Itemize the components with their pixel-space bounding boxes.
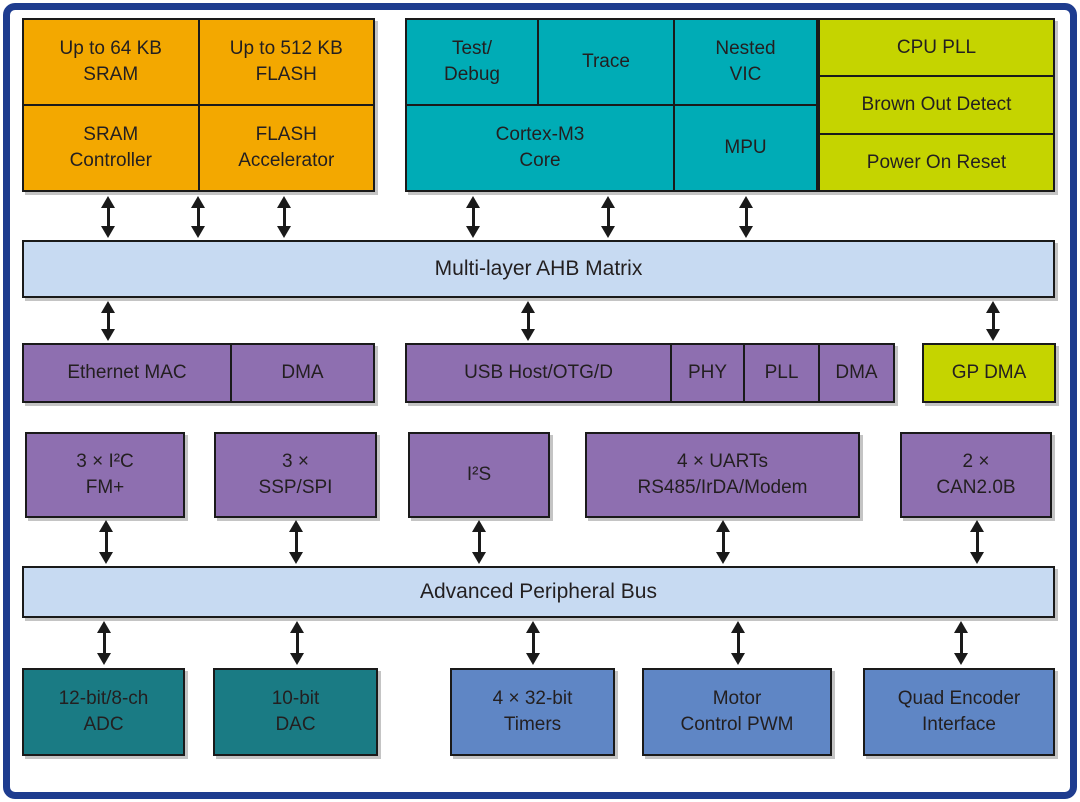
bidirectional-arrow [600,196,616,238]
usb-host-block: USB Host/OTG/D [407,345,670,401]
usb-phy-block: PHY [672,345,743,401]
gp-dma-block: GP DMA [922,343,1056,403]
cpu-group: Test/ Debug Trace Nested VIC Cortex-M3 C… [405,18,818,192]
ahb-matrix-bus: Multi-layer AHB Matrix [22,240,1055,298]
dac-block: 10-bit DAC [213,668,378,756]
flash-accelerator-block: FLASH Accelerator [199,106,373,190]
test-debug-block: Test/ Debug [407,20,537,104]
timers-block: 4 × 32-bit Timers [450,668,615,756]
sram-size-block: Up to 64 KB SRAM [24,20,198,104]
brown-out-detect-block: Brown Out Detect [820,77,1053,133]
adc-block: 12-bit/8-ch ADC [22,668,185,756]
bidirectional-arrow [96,621,112,665]
bidirectional-arrow [525,621,541,665]
ethernet-mac-block: Ethernet MAC [24,345,230,401]
i2s-block: I²S [408,432,550,518]
cpu-pll-block: CPU PLL [820,20,1053,76]
flash-size-block: Up to 512 KB FLASH [199,20,373,104]
bidirectional-arrow [288,520,304,564]
ssp-spi-block: 3 × SSP/SPI [214,432,377,518]
bidirectional-arrow [953,621,969,665]
system-group: CPU PLL Brown Out Detect Power On Reset [818,18,1055,192]
bidirectional-arrow [276,196,292,238]
memory-group: Up to 64 KB SRAM Up to 512 KB FLASH SRAM… [22,18,375,192]
bidirectional-arrow [969,520,985,564]
bidirectional-arrow [98,520,114,564]
bidirectional-arrow [985,301,1001,341]
bidirectional-arrow [100,301,116,341]
bidirectional-arrow [289,621,305,665]
bidirectional-arrow [471,520,487,564]
bidirectional-arrow [100,196,116,238]
bidirectional-arrow [520,301,536,341]
uarts-block: 4 × UARTs RS485/IrDA/Modem [585,432,860,518]
apb-bus: Advanced Peripheral Bus [22,566,1055,618]
bidirectional-arrow [738,196,754,238]
can-block: 2 × CAN2.0B [900,432,1052,518]
bidirectional-arrow [730,621,746,665]
trace-block: Trace [539,20,673,104]
ethernet-dma-block: DMA [232,345,373,401]
usb-group: USB Host/OTG/D PHY PLL DMA [405,343,895,403]
motor-pwm-block: Motor Control PWM [642,668,832,756]
quad-encoder-block: Quad Encoder Interface [863,668,1055,756]
cortex-m3-core-block: Cortex-M3 Core [407,106,673,190]
ethernet-group: Ethernet MAC DMA [22,343,375,403]
mpu-block: MPU [675,106,816,190]
bidirectional-arrow [190,196,206,238]
usb-pll-block: PLL [745,345,818,401]
usb-dma-block: DMA [820,345,893,401]
power-on-reset-block: Power On Reset [820,134,1053,190]
i2c-block: 3 × I²C FM+ [25,432,185,518]
bidirectional-arrow [715,520,731,564]
sram-controller-block: SRAM Controller [24,106,198,190]
bidirectional-arrow [465,196,481,238]
nested-vic-block: Nested VIC [675,20,816,104]
